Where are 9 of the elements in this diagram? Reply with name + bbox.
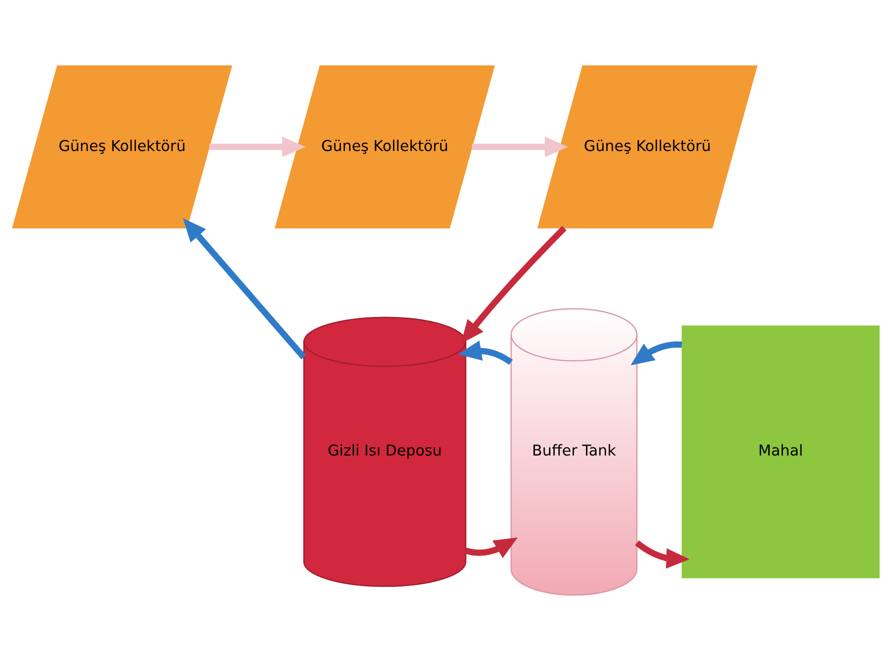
arrow (635, 540, 690, 569)
node-box: Mahal (682, 326, 880, 578)
arrow (182, 218, 306, 360)
arrow (458, 340, 513, 365)
arrow (464, 538, 518, 558)
arrow (209, 136, 306, 158)
arrow (630, 341, 682, 366)
arrow (460, 226, 566, 344)
arrow (472, 136, 568, 158)
